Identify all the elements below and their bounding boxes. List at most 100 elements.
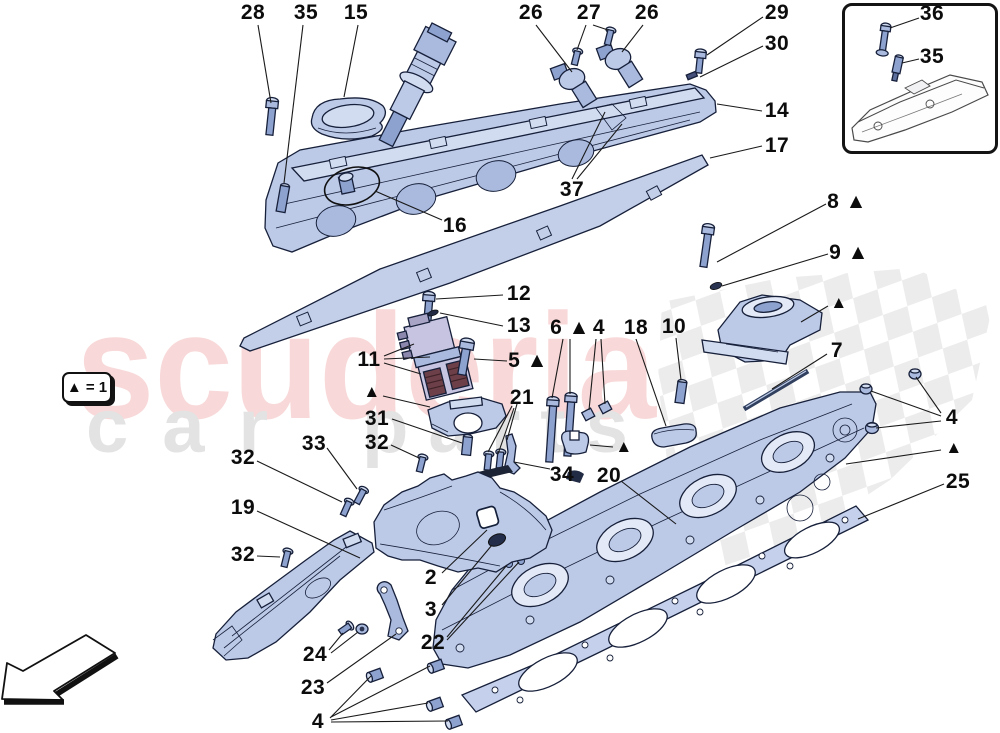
leader-line <box>391 418 463 444</box>
stud-7 <box>742 368 810 412</box>
leader-line <box>551 338 564 399</box>
highlight-square-2 <box>475 505 500 529</box>
leader-line <box>513 461 551 470</box>
bolt-5 <box>457 337 476 377</box>
leader-line <box>283 24 304 184</box>
heat-shield-lower <box>212 530 375 661</box>
screw-nut-24 <box>337 620 369 636</box>
stud-8 <box>699 222 716 269</box>
leader-line <box>588 338 597 411</box>
leader-line <box>330 665 431 718</box>
leader-line <box>446 564 508 638</box>
camshaft-sensor-left <box>549 62 598 109</box>
leader-line <box>621 24 644 53</box>
leader-line <box>535 24 573 73</box>
leader-line <box>721 253 829 287</box>
leader-line <box>383 343 415 357</box>
leader-line <box>857 483 945 520</box>
leader-line <box>889 17 920 29</box>
leader-line <box>571 111 606 180</box>
leader-line <box>256 510 361 559</box>
leader-line <box>330 702 429 721</box>
leader-line <box>699 45 764 78</box>
leader-line <box>382 395 431 408</box>
valve-cover-gasket <box>239 154 709 352</box>
leader-line <box>709 145 763 159</box>
camshaft-sensor-right <box>595 42 644 89</box>
leader-line <box>435 294 504 300</box>
breather-cap <box>310 97 387 140</box>
leader-line <box>592 24 609 31</box>
leader-line <box>771 353 828 390</box>
coil-bracket <box>427 396 507 437</box>
leader-line <box>326 633 397 684</box>
leader-line <box>716 203 827 263</box>
leader-line <box>256 555 281 558</box>
dowel-10 <box>674 378 688 405</box>
screw-32-bottom <box>280 547 294 569</box>
leader-line <box>446 561 520 641</box>
leader-line <box>343 24 359 98</box>
leader-line <box>870 390 942 417</box>
ignition-coil <box>378 22 457 148</box>
leader-line <box>329 675 372 719</box>
cylinder-head <box>432 391 877 669</box>
leader-line <box>675 337 682 381</box>
grommet-3 <box>487 533 507 547</box>
screw-32-upper <box>415 453 429 474</box>
leader-line <box>326 447 358 490</box>
sensor-screw-27a <box>603 26 617 47</box>
leader-line <box>497 407 515 455</box>
leader-line <box>439 312 504 327</box>
dowel-30 <box>685 70 699 81</box>
leader-line <box>635 338 667 427</box>
cover-seal-37 <box>595 103 627 131</box>
saddle-cap <box>561 430 590 455</box>
leader-line <box>441 529 488 574</box>
leader-line <box>901 58 920 64</box>
support-bracket-23 <box>376 581 409 641</box>
leader-line <box>845 449 942 465</box>
watermark-tagline-car: car <box>86 384 302 469</box>
leader-lines <box>256 16 945 723</box>
bolt-29 <box>694 48 708 74</box>
leader-line <box>256 460 343 503</box>
leader-line <box>383 356 431 360</box>
leader-line <box>257 24 272 104</box>
leader-line <box>589 444 614 448</box>
leader-line <box>716 103 763 112</box>
leader-line <box>374 190 443 221</box>
screw-33 <box>353 485 370 506</box>
leader-line <box>328 632 344 651</box>
leader-line <box>915 376 942 414</box>
screw-32-left <box>339 497 355 518</box>
leader-line <box>576 123 623 180</box>
leader-line <box>875 420 942 429</box>
nuts-4-mid <box>580 400 613 422</box>
valve-cover <box>264 83 717 253</box>
leader-line <box>390 444 420 459</box>
leader-line <box>800 305 829 323</box>
inset-dowel-35 <box>891 54 904 83</box>
leader-line <box>330 720 449 723</box>
sensor-screw-27b <box>570 47 584 67</box>
washer-9 <box>709 282 723 290</box>
leader-line <box>706 16 764 56</box>
legend-text: ▲ = 1 <box>66 379 108 396</box>
leader-line <box>473 358 508 362</box>
bushing-31 <box>460 433 474 457</box>
heat-shield-upper <box>373 471 553 573</box>
inset-bolt-36 <box>875 22 892 57</box>
leader-line <box>383 362 422 375</box>
direction-arrow <box>1 634 119 705</box>
leader-line <box>620 480 677 525</box>
leader-line <box>487 405 513 453</box>
leader-line <box>576 24 587 51</box>
seal-18 <box>651 423 697 448</box>
inset-cover-art <box>851 22 989 143</box>
press-plugs-4 <box>365 658 464 730</box>
dowel-35 <box>275 182 291 214</box>
oil-plug-16 <box>337 172 356 195</box>
leader-line <box>506 403 518 441</box>
